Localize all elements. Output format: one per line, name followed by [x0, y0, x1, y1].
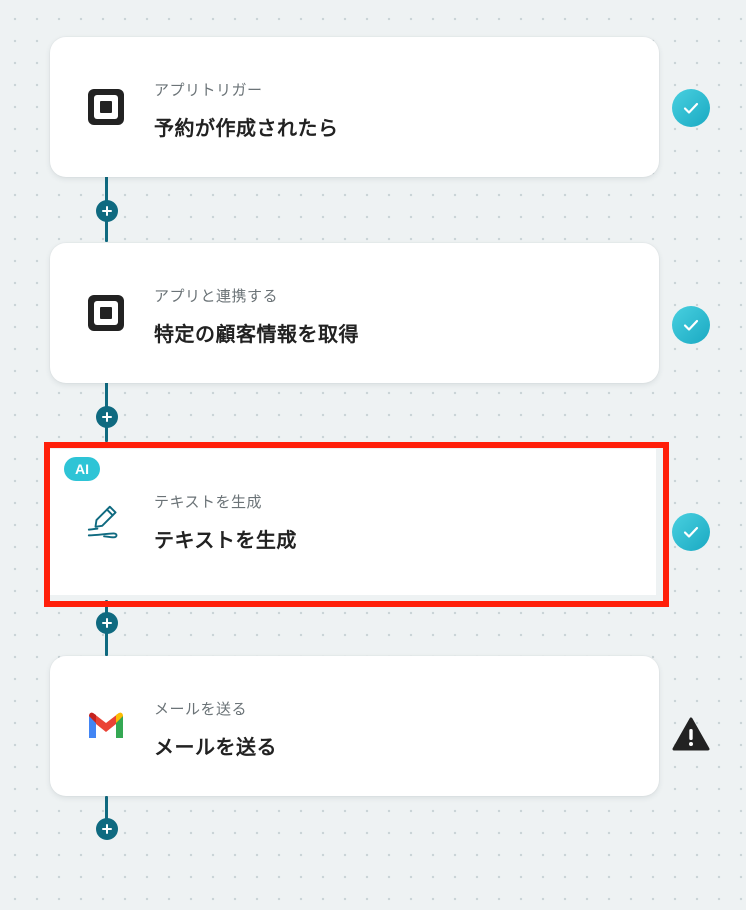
plus-icon — [102, 824, 112, 834]
square-app-icon — [85, 86, 127, 128]
step-title: メールを送る — [154, 735, 277, 759]
status-success-badge — [672, 89, 710, 127]
flow-step-card[interactable]: アプリと連携する 特定の顧客情報を取得 — [50, 243, 659, 383]
flow-step-card[interactable]: AI テキストを生成 テキストを生成 — [50, 449, 656, 595]
warning-icon — [672, 717, 710, 751]
flow-step-card[interactable]: メールを送る メールを送る — [50, 656, 659, 796]
check-icon — [683, 319, 699, 331]
step-title: テキストを生成 — [154, 528, 297, 552]
check-icon — [683, 526, 699, 538]
status-success-badge — [672, 513, 710, 551]
check-icon — [683, 102, 699, 114]
add-step-button[interactable] — [96, 818, 118, 840]
ai-badge: AI — [64, 457, 100, 481]
step-title: 予約が作成されたら — [154, 116, 339, 140]
square-app-icon — [85, 292, 127, 334]
plus-icon — [102, 412, 112, 422]
plus-icon — [102, 618, 112, 628]
step-type-label: アプリと連携する — [154, 287, 279, 305]
connector-line — [105, 796, 108, 822]
plus-icon — [102, 206, 112, 216]
step-type-label: テキストを生成 — [154, 493, 263, 511]
step-type-label: メールを送る — [154, 700, 248, 718]
add-step-button[interactable] — [96, 200, 118, 222]
flow-step-card[interactable]: アプリトリガー 予約が作成されたら — [50, 37, 659, 177]
status-warning-badge — [672, 715, 710, 753]
step-title: 特定の顧客情報を取得 — [154, 322, 359, 346]
pen-write-icon — [85, 501, 127, 543]
add-step-button[interactable] — [96, 406, 118, 428]
step-type-label: アプリトリガー — [154, 81, 263, 99]
gmail-icon — [85, 705, 127, 747]
status-success-badge — [672, 306, 710, 344]
add-step-button[interactable] — [96, 612, 118, 634]
